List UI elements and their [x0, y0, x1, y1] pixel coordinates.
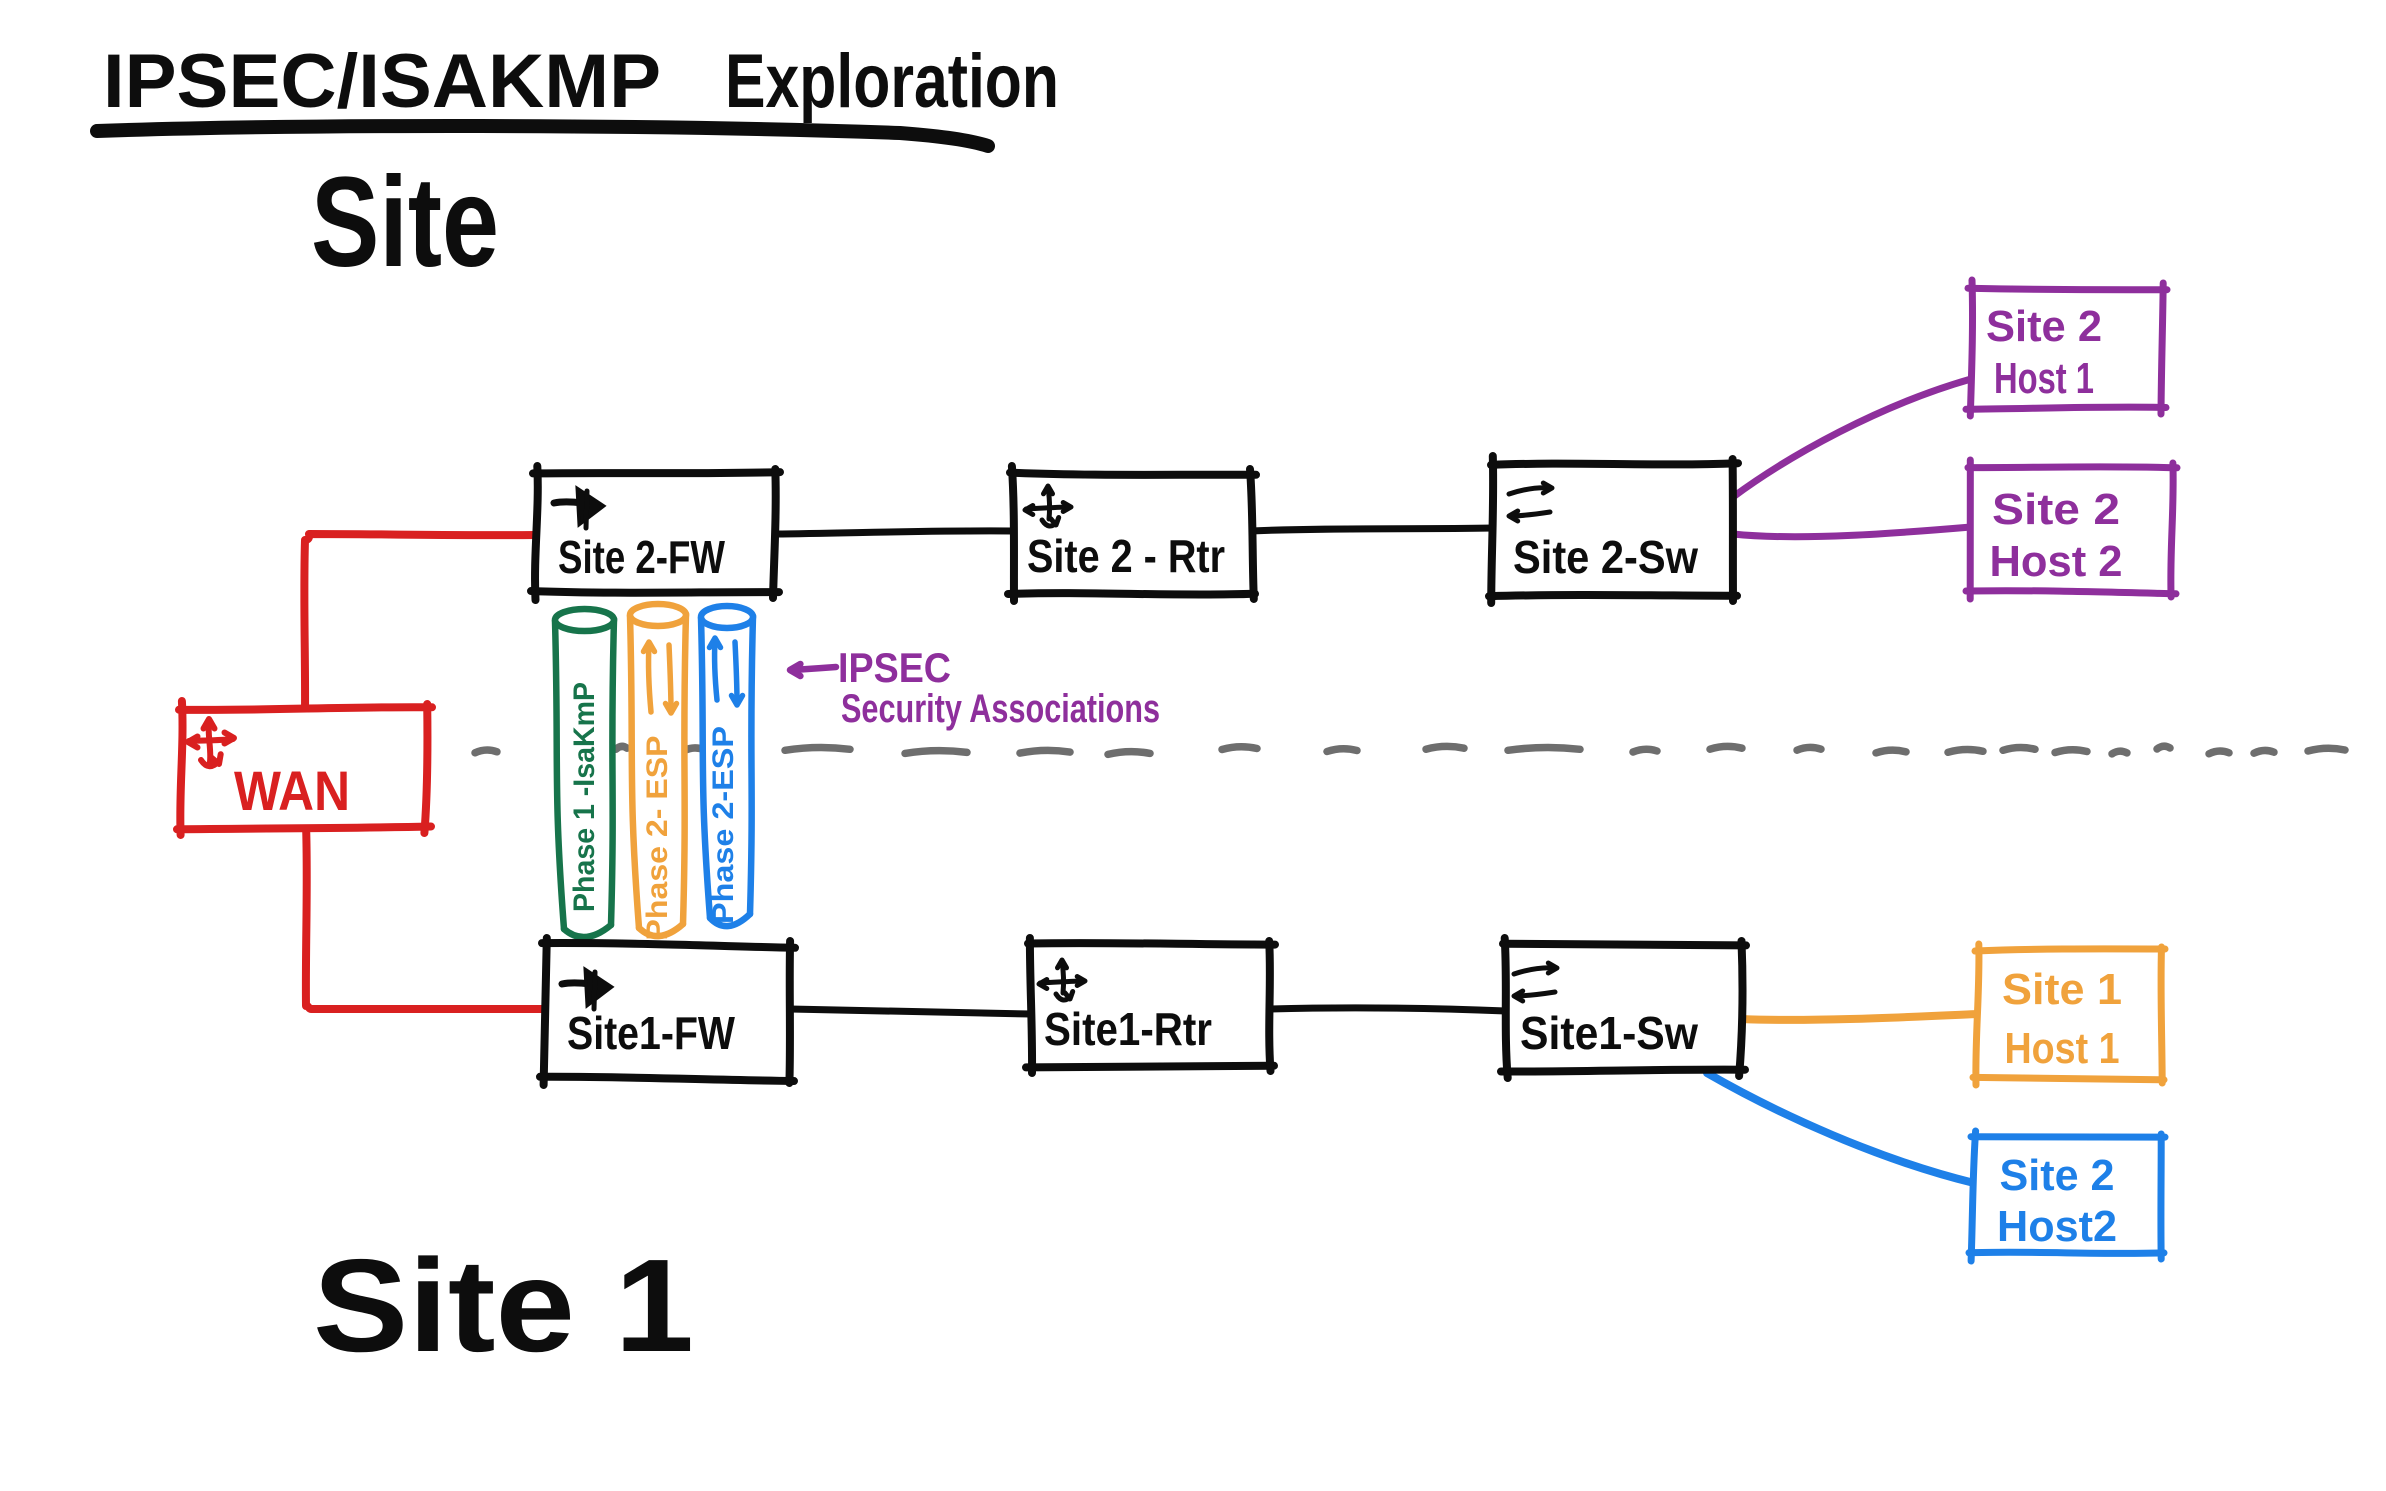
svg-text:IPSEC/ISAKMP: IPSEC/ISAKMP [103, 39, 661, 124]
svg-text:Site 2-FW: Site 2-FW [558, 531, 725, 583]
svg-text:Site 2-Sw: Site 2-Sw [1513, 531, 1698, 583]
svg-text:Exploration: Exploration [725, 39, 1059, 124]
svg-text:Phase 1 -IsaKmP: Phase 1 -IsaKmP [568, 682, 601, 912]
svg-text:Site 2 - Rtr: Site 2 - Rtr [1027, 530, 1225, 582]
svg-text:IPSEC: IPSEC [838, 644, 951, 691]
svg-text:Site1-Sw: Site1-Sw [1520, 1007, 1698, 1059]
svg-text:Phase 2- ESP: Phase 2- ESP [641, 736, 674, 941]
svg-text:Host 2: Host 2 [1990, 537, 2123, 586]
svg-text:Host2: Host2 [1997, 1202, 2117, 1251]
svg-text:Site 1: Site 1 [2002, 965, 2122, 1014]
svg-text:Phase 2-ESP: Phase 2-ESP [707, 726, 740, 924]
svg-text:Host 1: Host 1 [1994, 354, 2094, 403]
svg-text:Site1-Rtr: Site1-Rtr [1044, 1003, 1212, 1055]
svg-text:Site1-FW: Site1-FW [567, 1007, 735, 1059]
svg-text:Host 1: Host 1 [2005, 1024, 2120, 1073]
svg-text:Site 2: Site 2 [2000, 1151, 2115, 1200]
svg-text:WAN: WAN [234, 759, 350, 822]
svg-text:Site 1: Site 1 [313, 1232, 694, 1379]
svg-text:Security Associations: Security Associations [841, 687, 1160, 731]
svg-text:Site 2: Site 2 [1992, 485, 2120, 534]
svg-text:Site 2: Site 2 [1986, 302, 2102, 351]
svg-text:Site: Site [311, 151, 499, 294]
